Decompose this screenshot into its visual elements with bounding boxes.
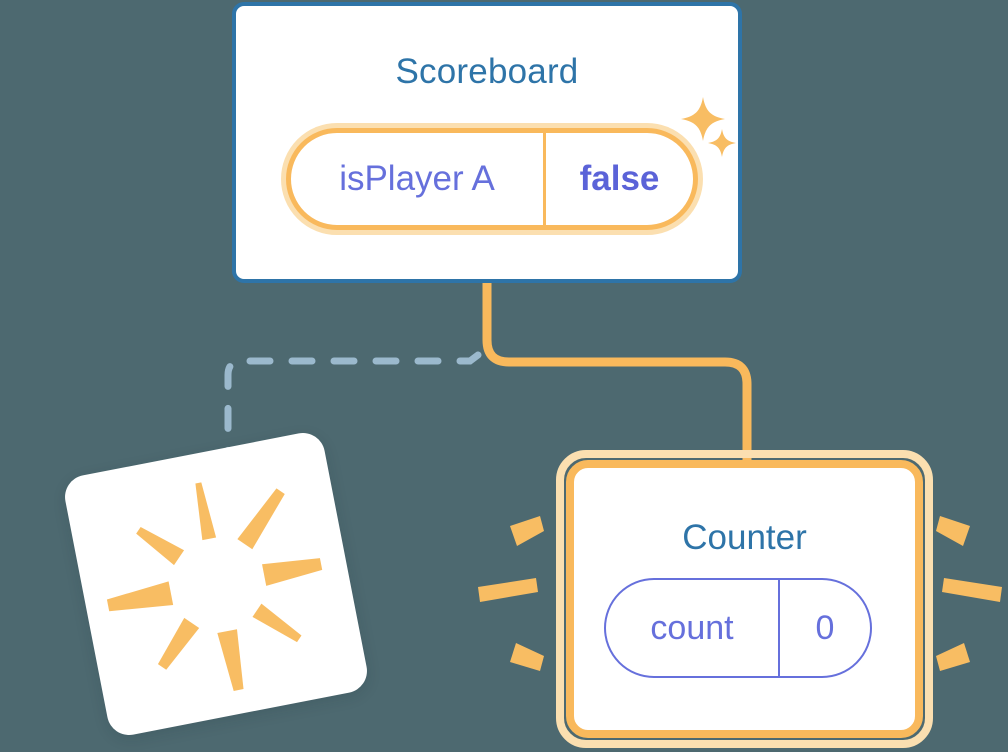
scoreboard-card[interactable]: Scoreboard isPlayer A false xyxy=(232,2,742,283)
scoreboard-state-key: isPlayer A xyxy=(339,159,495,198)
blank-card[interactable] xyxy=(61,429,371,739)
counter-card-glow xyxy=(556,450,933,748)
counter-state-key: count xyxy=(650,608,734,647)
scoreboard-state-pill-glow xyxy=(281,123,703,235)
counter-state-divider xyxy=(778,580,780,676)
scoreboard-state-pill[interactable]: isPlayer A false xyxy=(281,123,703,235)
counter-title: Counter xyxy=(682,518,807,557)
sparkle-large-icon xyxy=(681,97,725,141)
counter-state-value: 0 xyxy=(815,608,835,647)
connector-scoreboard-to-blank-card xyxy=(224,351,482,476)
counter-card[interactable]: Counter count 0 xyxy=(566,460,923,738)
scoreboard-state-divider xyxy=(543,133,546,225)
scoreboard-state-value: false xyxy=(579,159,660,198)
scoreboard-title: Scoreboard xyxy=(395,52,579,91)
counter-state-pill[interactable]: count 0 xyxy=(604,578,872,678)
sparkle-small-icon xyxy=(708,129,736,157)
connector-scoreboard-to-counter xyxy=(482,283,752,462)
